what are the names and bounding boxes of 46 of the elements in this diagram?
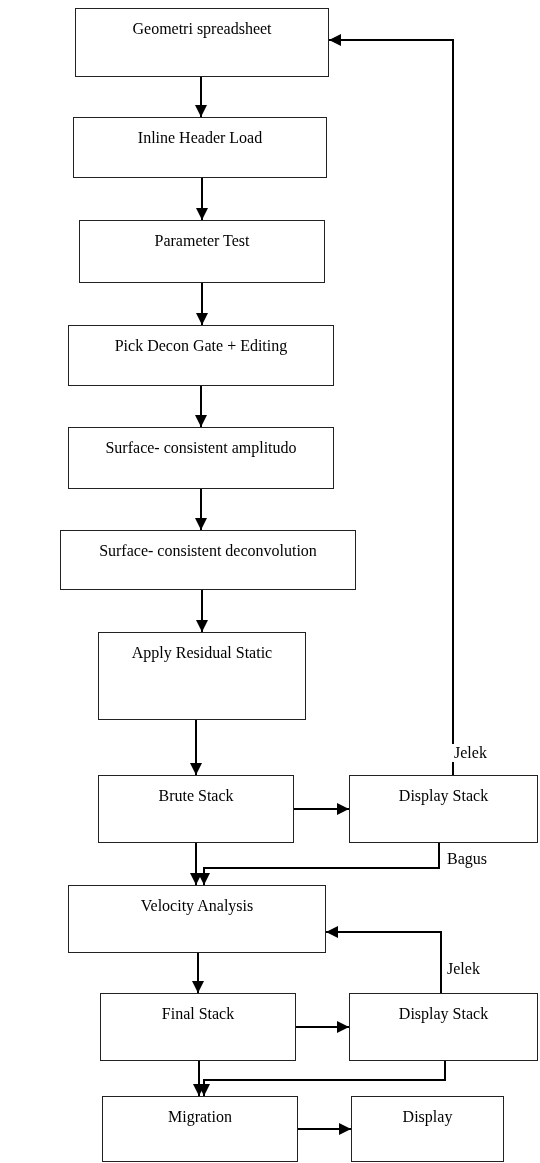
process-box — [102, 1096, 298, 1162]
box-label: Pick Decon Gate + Editing — [114, 337, 288, 354]
box-label: Surface- consistent deconvolution — [99, 542, 317, 559]
process-box — [68, 427, 334, 489]
arrow — [198, 842, 440, 886]
arrow — [190, 842, 202, 886]
process-box — [68, 885, 326, 953]
process-box — [68, 325, 334, 386]
arrow — [196, 589, 208, 633]
process-box — [75, 8, 329, 77]
box-label: Brute Stack — [158, 787, 234, 804]
box-label: Geometri spreadsheet — [132, 20, 272, 37]
arrow — [195, 385, 207, 428]
process-box — [79, 220, 325, 283]
process-box — [351, 1096, 504, 1162]
box-label: Migration — [168, 1108, 232, 1125]
box-label: Velocity Analysis — [140, 897, 254, 914]
box-label: Display — [402, 1108, 453, 1125]
process-box — [100, 993, 296, 1061]
box-label: Parameter Test — [154, 232, 250, 249]
edge-label: Jelek — [452, 744, 489, 762]
arrow — [196, 282, 208, 326]
box-label: Apply Residual Static — [131, 644, 273, 661]
arrow — [293, 803, 350, 815]
process-box — [73, 117, 327, 178]
box-label: Display Stack — [398, 787, 489, 804]
arrow — [295, 1021, 350, 1033]
box-label: Final Stack — [161, 1005, 235, 1022]
arrow — [328, 34, 454, 776]
arrow — [325, 926, 442, 994]
box-label: Inline Header Load — [137, 129, 263, 146]
arrow — [195, 488, 207, 531]
process-box — [60, 530, 356, 590]
arrow — [196, 177, 208, 221]
process-box — [349, 993, 538, 1061]
arrow — [192, 952, 204, 994]
process-box — [98, 632, 306, 720]
edge-label: Bagus — [445, 850, 489, 868]
process-box — [349, 775, 538, 843]
arrow — [193, 1060, 205, 1097]
box-label: Surface- consistent amplitudo — [105, 439, 297, 456]
box-label: Display Stack — [398, 1005, 489, 1022]
arrow — [195, 76, 207, 118]
process-box — [98, 775, 294, 843]
arrow — [297, 1123, 352, 1135]
arrow — [190, 719, 202, 776]
